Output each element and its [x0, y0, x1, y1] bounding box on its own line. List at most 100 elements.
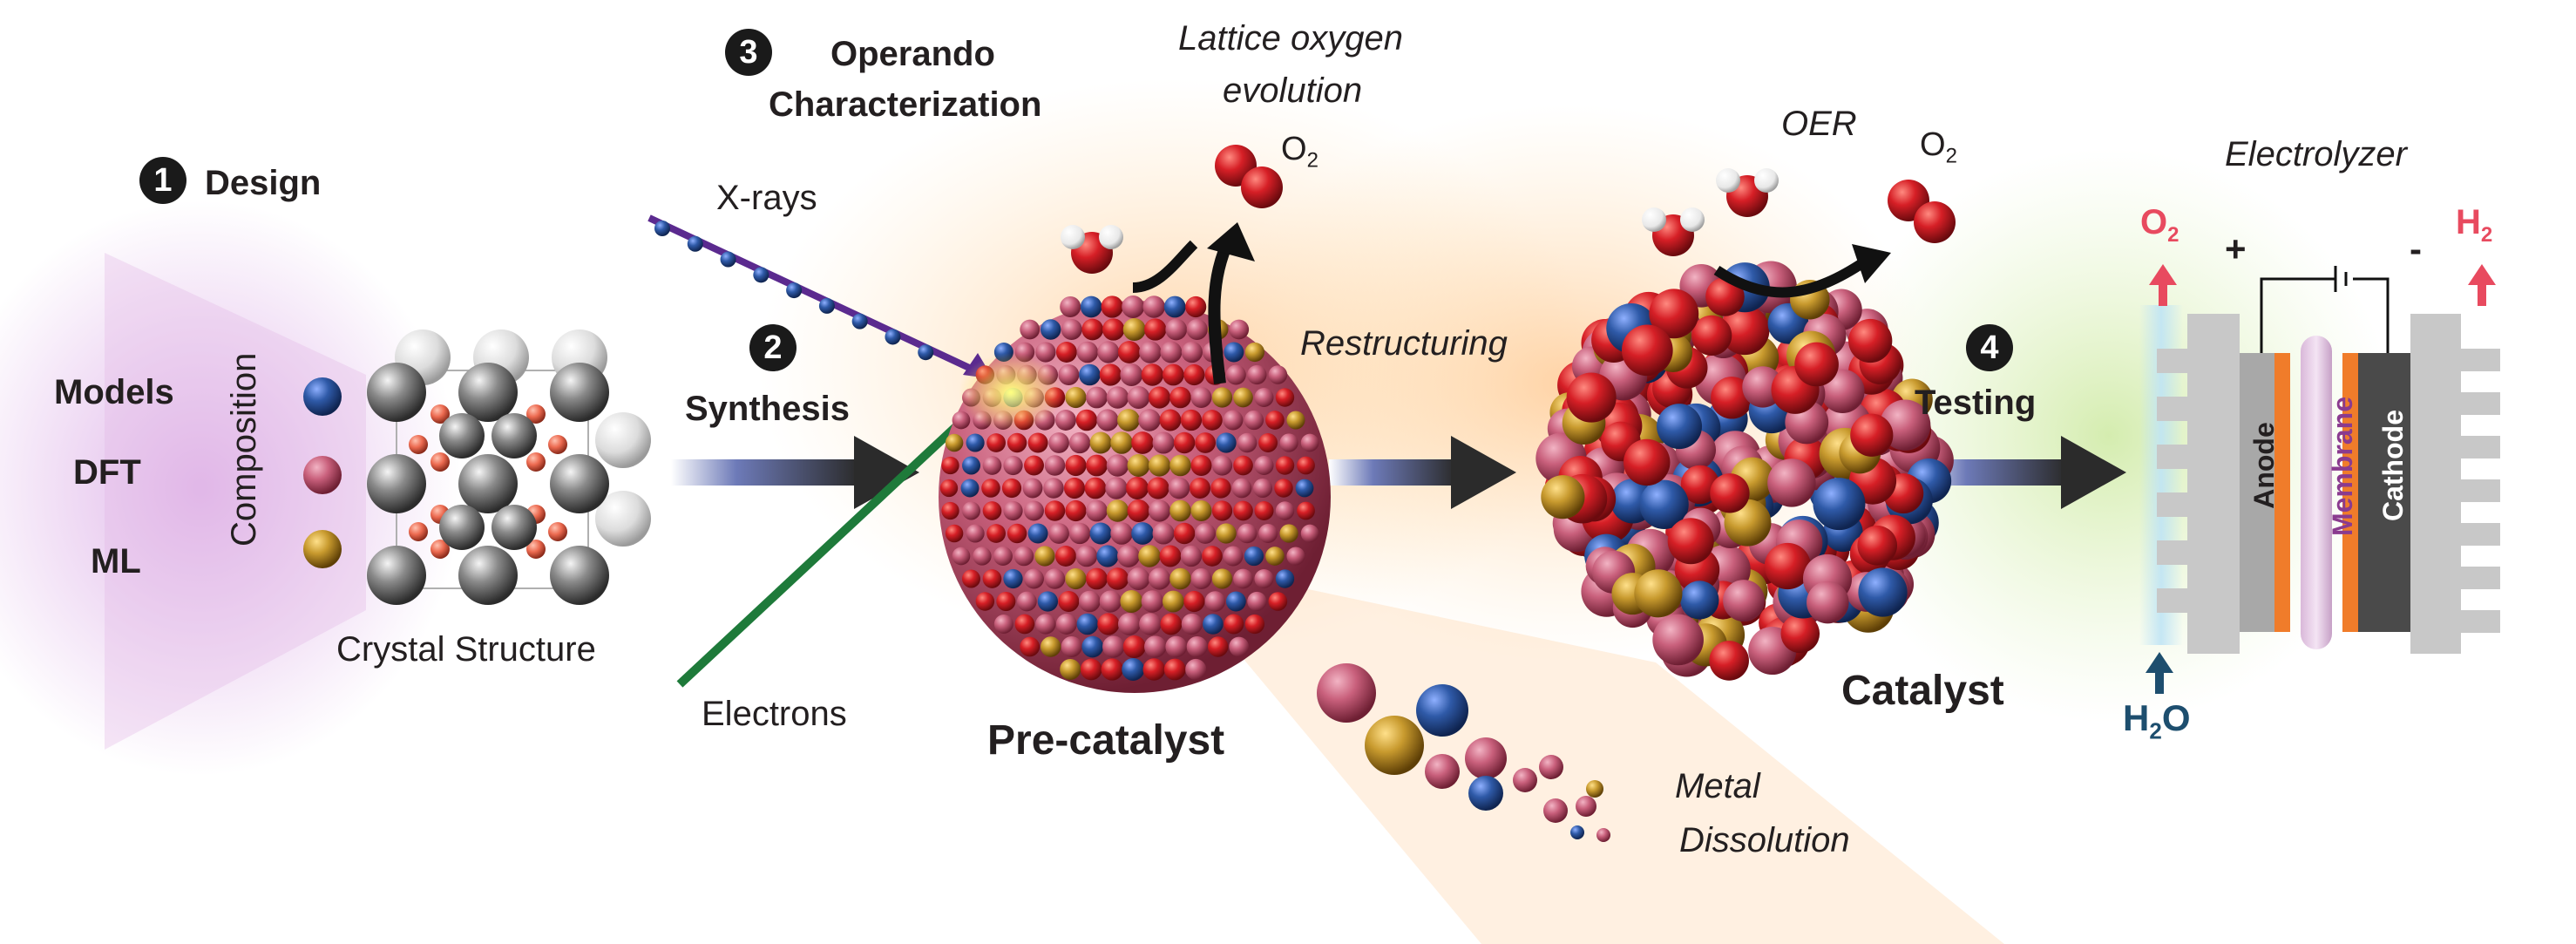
design-beam [105, 253, 366, 750]
precatalyst-bead [1247, 591, 1267, 612]
crystal-metal-atom [367, 546, 426, 605]
cathode-flow-channel [2461, 523, 2500, 546]
crystal-metal-atom [458, 454, 518, 513]
xray-wave-dot [786, 282, 803, 299]
precatalyst-bead [1163, 658, 1186, 681]
precatalyst-bead [1275, 501, 1295, 520]
precatalyst-bead [1258, 433, 1278, 452]
electrolyzer-title: Electrolyzer [2225, 135, 2407, 173]
design-method-dft: DFT [73, 453, 141, 492]
precatalyst-bead [1244, 546, 1264, 567]
precatalyst-bead [1117, 545, 1140, 567]
h2-out-sub: 2 [2480, 223, 2493, 247]
restructuring-arrow-head [1451, 436, 1516, 509]
step-1-badge: 1 [139, 157, 186, 204]
circuit-wire-left [2260, 277, 2335, 353]
precatalyst-bead [1040, 636, 1061, 657]
precatalyst-bead [1127, 386, 1150, 409]
precatalyst-bead [1075, 409, 1098, 431]
o2-out-o: O [2140, 203, 2168, 241]
precatalyst-bead [1225, 591, 1246, 612]
precatalyst-bead [1102, 635, 1125, 658]
cathode-flow-channel [2461, 392, 2500, 415]
metal-dissolution-particles [1317, 663, 1610, 842]
precatalyst-bead [1131, 431, 1154, 454]
cathode-flow-channel [2461, 479, 2500, 502]
precatalyst-bead [1148, 386, 1171, 409]
lattice-o2-molecule [1215, 145, 1283, 208]
precatalyst-bead [1106, 567, 1129, 590]
electrolyzer-minus: - [2410, 228, 2422, 269]
probe-hotspot [959, 353, 1063, 431]
testing-arrow-head [2061, 436, 2126, 509]
oer-o2-molecule [1888, 180, 1956, 243]
step-4-badge: 4 [1966, 324, 2013, 371]
precatalyst-bead [1252, 478, 1273, 499]
precatalyst-bead [1126, 477, 1149, 499]
precatalyst-bead [1122, 635, 1146, 658]
cathode-catalyst-layer [2342, 353, 2358, 632]
precatalyst-bead [966, 524, 985, 543]
catalyst-bead [1780, 614, 1820, 654]
precatalyst-bead [1065, 567, 1087, 590]
precatalyst-bead [1186, 635, 1208, 658]
precatalyst-bead [1190, 500, 1212, 521]
xrays-label: X-rays [716, 179, 817, 217]
precatalyst-bead [1186, 318, 1208, 341]
catalyst-bead [1680, 581, 1719, 620]
dissolved-ion [1543, 798, 1568, 823]
oer-water-molecule-1 [1642, 207, 1705, 256]
crystal-ghost-atom [595, 491, 651, 547]
design-method-ml: ML [91, 542, 141, 581]
precatalyst-bead [1295, 479, 1314, 498]
precatalyst-bead [1173, 522, 1196, 545]
h2o-in-arrow-shaft [2155, 671, 2164, 694]
catalyst-bead [1667, 518, 1714, 565]
electron-line [676, 380, 1006, 688]
oer-water-molecule-1-hydrogen-2 [1680, 207, 1705, 232]
precatalyst-bead [1131, 522, 1154, 545]
precatalyst-bead [1211, 387, 1233, 408]
dissolved-ion [1539, 755, 1563, 779]
electrolyzer-cell [2139, 266, 2500, 654]
synthesis-arrow [671, 436, 919, 509]
precatalyst-bead [1102, 318, 1125, 341]
precatalyst-bead [1141, 363, 1164, 386]
precatalyst-bead [1058, 364, 1080, 385]
oer-water-molecule-2-hydrogen-1 [1716, 168, 1740, 193]
precatalyst-bead [1075, 545, 1098, 567]
crystal-oxygen-atom [430, 404, 450, 424]
xray-wave-dot [918, 344, 934, 361]
dissolved-ion [1596, 828, 1610, 842]
precatalyst-bead [1148, 454, 1171, 477]
precatalyst-bead [1233, 455, 1253, 476]
precatalyst-bead [973, 547, 992, 566]
precatalyst-bead [1300, 524, 1319, 543]
metal-dissolution-line1: Metal [1675, 767, 1760, 805]
crystal-oxygen-atom [430, 540, 450, 559]
lattice-oxygen-line1: Lattice oxygen [1178, 19, 1403, 58]
o2-out-label: O2 [2140, 203, 2179, 248]
crystal-metal-atom [458, 363, 518, 422]
lattice-o2-molecule-atom-2 [1241, 166, 1283, 208]
catalyst-bead [1639, 479, 1689, 529]
precatalyst-bead [1027, 432, 1048, 453]
membrane-body [2301, 336, 2332, 649]
precatalyst-bead [1244, 614, 1265, 635]
precatalyst-bead [996, 591, 1016, 612]
precatalyst-bead [1190, 455, 1212, 476]
precatalyst-bead [1097, 613, 1120, 635]
anode-flow-channel [2157, 492, 2192, 517]
anode-flow-channel [2157, 397, 2192, 421]
crystal-oxygen-atom [526, 452, 546, 472]
dissolved-ion [1576, 796, 1596, 817]
precatalyst-bead [1063, 477, 1086, 499]
anode-body [2240, 353, 2274, 632]
catalyst-bead [1710, 473, 1750, 513]
catalyst-bead [1723, 580, 1766, 622]
precatalyst-bead [1169, 454, 1191, 477]
catalyst-bead [1850, 413, 1894, 457]
precatalyst-bead [1068, 522, 1091, 545]
precatalyst-bead [1034, 546, 1055, 567]
